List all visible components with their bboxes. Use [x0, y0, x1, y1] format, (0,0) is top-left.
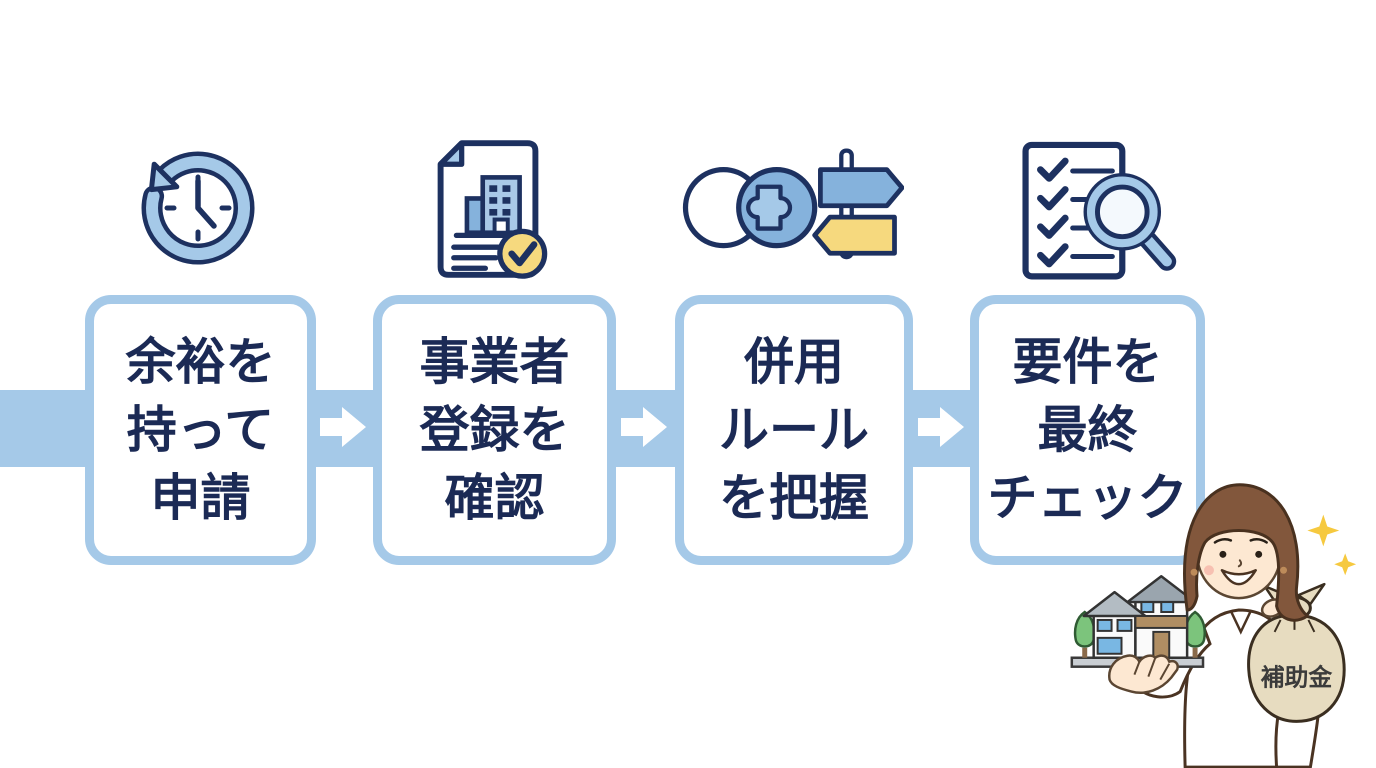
right-earring	[1280, 566, 1288, 574]
flow-arrow-icon	[621, 407, 667, 447]
flow-arrow-icon	[918, 407, 964, 447]
step-4-label-line: 要件を	[1012, 334, 1163, 390]
clock-history-icon	[141, 151, 255, 265]
step-4-label-line: 最終	[1037, 402, 1138, 458]
step-3-label-line: 併用	[744, 334, 844, 390]
step-2-label-line: 確認	[444, 470, 545, 526]
document-building-check-icon	[437, 140, 548, 279]
sparkle-icon	[1307, 514, 1340, 547]
step-1-label-line: 余裕を	[125, 334, 276, 390]
bag-label: 補助金	[1260, 664, 1333, 692]
step-2-label-line: 登録を	[419, 402, 570, 458]
flow-arrow-icon	[320, 407, 366, 447]
step-box-1: 余裕を 持って 申請	[85, 295, 316, 565]
step-box-2: 事業者 登録を 確認	[373, 295, 616, 565]
step-box-3: 併用 ルール を把握	[675, 295, 913, 565]
woman-holding-house-and-subsidy-bag-illustration: 補助金	[1070, 483, 1357, 768]
face-features	[1204, 538, 1268, 586]
overlap-circles-signpost-icon	[682, 148, 904, 260]
left-earring	[1190, 568, 1198, 576]
step-1-label-line: 申請	[150, 470, 251, 526]
step-box-4: 要件を 最終 チェック	[970, 295, 1205, 565]
step-4-label-line: チェック	[987, 470, 1188, 526]
step-3-label-line: を把握	[719, 470, 869, 526]
step-2-label-line: 事業者	[419, 334, 570, 390]
model-house	[1070, 574, 1206, 668]
left-hand	[1108, 654, 1179, 694]
sparkle-icon	[1334, 553, 1357, 576]
step-3-label-line: ルール	[719, 402, 869, 458]
money-bag: 補助金	[1247, 582, 1346, 723]
checklist-magnifier-icon	[1022, 141, 1177, 280]
step-1-label-line: 持って	[126, 402, 275, 458]
hair	[1183, 483, 1309, 622]
